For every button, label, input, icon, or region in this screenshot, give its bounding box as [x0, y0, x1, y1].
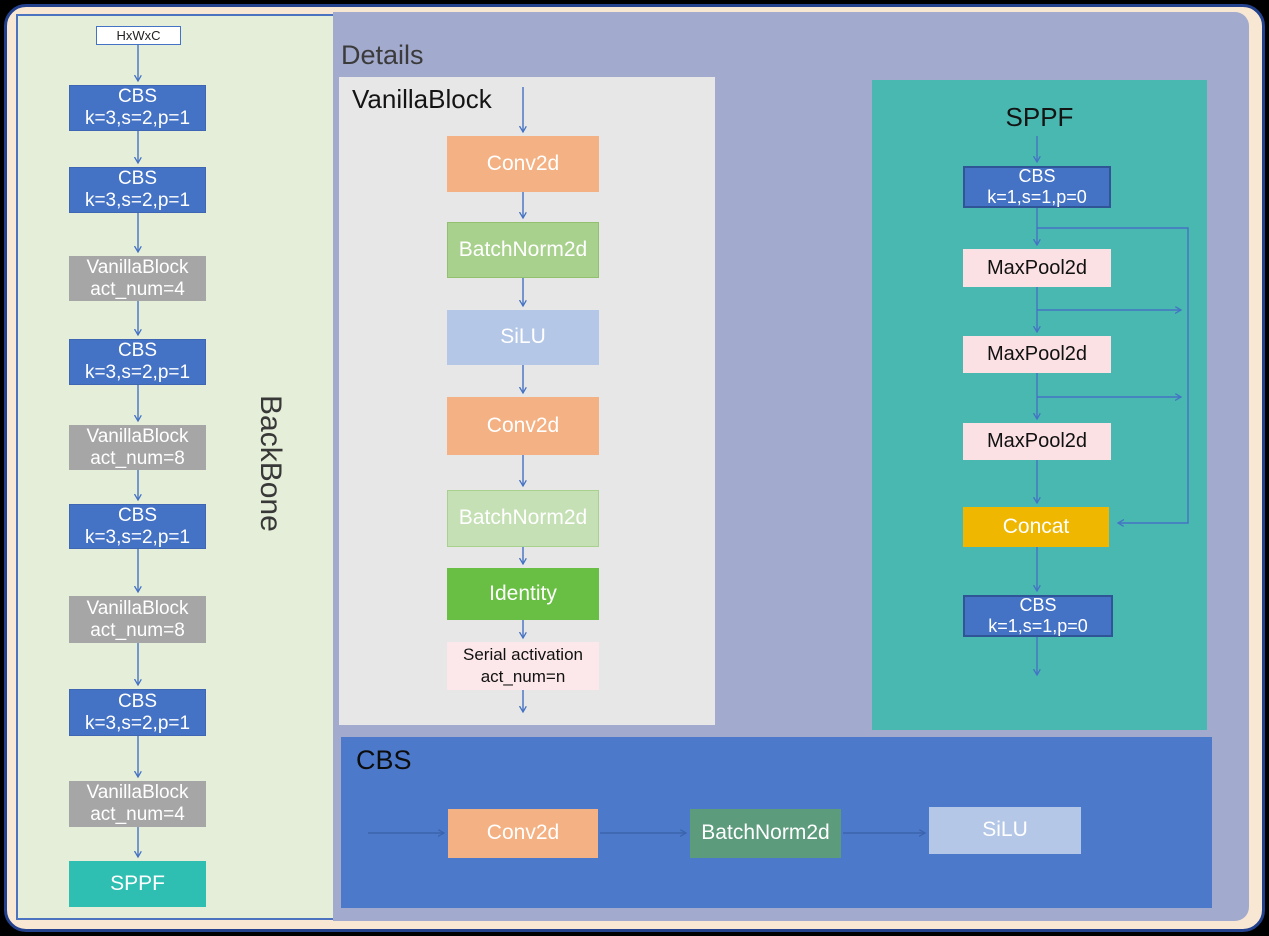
block-params: act_num=4: [90, 804, 185, 825]
block-params: k=1,s=1,p=0: [987, 187, 1087, 207]
backbone-vanillablock-1: VanillaBlock act_num=4: [69, 256, 206, 301]
block-label: MaxPool2d: [986, 256, 1088, 279]
cbs-silu: SiLU: [929, 807, 1081, 854]
block-label: BatchNorm2d: [701, 821, 830, 845]
backbone-cbs-2: CBS k=3,s=2,p=1: [69, 167, 206, 213]
block-label: Conv2d: [486, 821, 560, 845]
block-label: Serial activation: [462, 645, 583, 664]
cbs-conv2d: Conv2d: [448, 809, 598, 858]
block-params: k=3,s=2,p=1: [84, 190, 191, 211]
backbone-cbs-1: CBS k=3,s=2,p=1: [69, 85, 206, 131]
block-label: VanillaBlock: [86, 256, 189, 278]
block-params: k=3,s=2,p=1: [84, 108, 191, 129]
block-label: MaxPool2d: [986, 430, 1088, 452]
block-label: BatchNorm2d: [458, 237, 588, 261]
sppf-maxpool2d-3: MaxPool2d: [963, 423, 1111, 460]
block-params: act_num=8: [90, 619, 185, 641]
block-label: Identity: [489, 581, 557, 605]
block-params: k=1,s=1,p=0: [988, 616, 1088, 636]
block-label: SiLU: [500, 325, 546, 349]
block-params: act_num=8: [90, 447, 185, 469]
block-label: SiLU: [982, 818, 1028, 842]
block-label: VanillaBlock: [86, 782, 189, 803]
vanilla-serial-activation: Serial activation act_num=n: [447, 642, 599, 690]
backbone-cbs-4: CBS k=3,s=2,p=1: [69, 504, 206, 549]
cbs-title: CBS: [356, 745, 412, 775]
block-label: VanillaBlock: [86, 425, 189, 447]
block-label: CBS: [1018, 166, 1056, 186]
backbone-title: BackBone: [254, 395, 287, 532]
vanilla-batchnorm2d-1: BatchNorm2d: [447, 222, 599, 278]
sppf-cbs-top: CBS k=1,s=1,p=0: [963, 166, 1111, 208]
block-label: CBS: [117, 340, 158, 361]
backbone-vanillablock-4: VanillaBlock act_num=4: [69, 781, 206, 827]
details-title: Details: [341, 40, 424, 70]
input-shape-box: HxWxC: [96, 26, 181, 45]
block-params: k=3,s=2,p=1: [84, 362, 191, 383]
backbone-cbs-3: CBS k=3,s=2,p=1: [69, 339, 206, 385]
block-label: Conv2d: [486, 413, 560, 437]
vanilla-identity: Identity: [447, 568, 599, 620]
sppf-maxpool2d-2: MaxPool2d: [963, 336, 1111, 373]
sppf-cbs-bottom: CBS k=1,s=1,p=0: [963, 595, 1113, 637]
block-label: CBS: [117, 690, 158, 712]
block-label: VanillaBlock: [86, 597, 189, 619]
block-params: act_num=4: [90, 278, 185, 300]
block-label: CBS: [117, 86, 158, 107]
cbs-batchnorm2d: BatchNorm2d: [690, 809, 841, 858]
block-label: CBS: [1019, 595, 1057, 615]
backbone-vanillablock-3: VanillaBlock act_num=8: [69, 596, 206, 643]
backbone-cbs-5: CBS k=3,s=2,p=1: [69, 689, 206, 736]
vanilla-batchnorm2d-2: BatchNorm2d: [447, 490, 599, 547]
block-params: k=3,s=2,p=1: [84, 526, 191, 548]
block-params: k=3,s=2,p=1: [84, 712, 191, 734]
block-params: act_num=n: [480, 667, 566, 686]
backbone-vanillablock-2: VanillaBlock act_num=8: [69, 425, 206, 470]
block-label: SPPF: [110, 872, 165, 895]
block-label: CBS: [117, 504, 158, 526]
block-label: CBS: [117, 168, 158, 189]
block-label: BatchNorm2d: [458, 506, 588, 530]
block-label: MaxPool2d: [986, 343, 1088, 365]
sppf-concat: Concat: [963, 507, 1109, 547]
block-label: Conv2d: [486, 151, 560, 175]
backbone-sppf: SPPF: [69, 861, 206, 907]
block-label: Concat: [1002, 514, 1070, 538]
sppf-maxpool2d-1: MaxPool2d: [963, 249, 1111, 287]
sppf-title: SPPF: [1005, 102, 1074, 132]
vanilla-conv2d-2: Conv2d: [447, 397, 599, 455]
vanilla-conv2d-1: Conv2d: [447, 136, 599, 192]
vanilla-silu: SiLU: [447, 310, 599, 365]
vanillablock-title: VanillaBlock: [352, 84, 492, 114]
